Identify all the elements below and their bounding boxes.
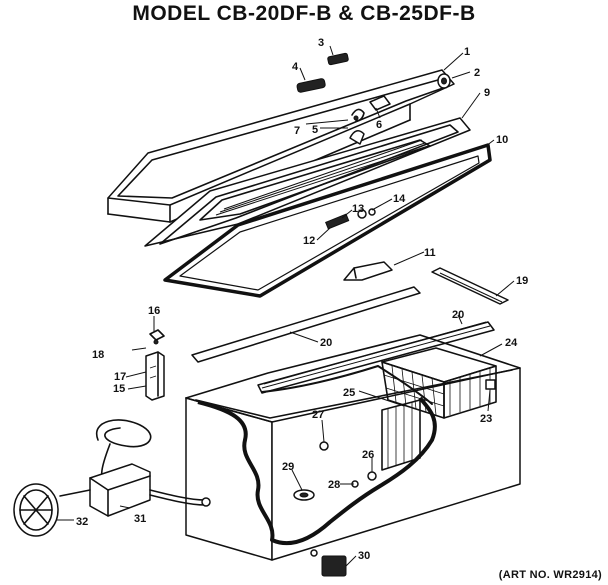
cabinet-wiring — [197, 365, 437, 546]
hinge-spring — [325, 208, 376, 230]
callout-5: 5 — [312, 124, 318, 136]
callout-3: 3 — [318, 37, 324, 49]
thermostat-housing — [145, 329, 165, 401]
callout-4: 4 — [292, 61, 299, 73]
callout-9: 9 — [484, 87, 490, 99]
trim-strip-right — [431, 267, 509, 305]
callout-14: 14 — [393, 193, 406, 205]
callout-28: 28 — [328, 479, 340, 491]
callout-19: 19 — [516, 275, 528, 287]
callout-20a: 20 — [320, 337, 332, 349]
callout-24: 24 — [505, 337, 518, 349]
callout-12: 12 — [303, 235, 315, 247]
callout-13: 13 — [352, 203, 364, 215]
callout-30: 30 — [358, 550, 370, 562]
callout-15: 15 — [113, 383, 125, 395]
callout-2: 2 — [474, 67, 480, 79]
leader-lines — [56, 45, 515, 567]
callout-17: 17 — [114, 371, 126, 383]
callout-18: 18 — [92, 349, 104, 361]
lid-liner — [144, 117, 471, 247]
callout-26: 26 — [362, 449, 374, 461]
callout-16: 16 — [148, 305, 160, 317]
callout-7: 7 — [294, 125, 300, 137]
diagram-title: MODEL CB-20DF-B & CB-25DF-B — [132, 2, 476, 25]
label-plate — [485, 379, 496, 390]
callout-31: 31 — [134, 513, 146, 525]
lid-gasket — [163, 143, 492, 298]
callout-6: 6 — [376, 119, 382, 131]
callout-29: 29 — [282, 461, 294, 473]
callout-11: 11 — [424, 247, 436, 259]
callout-1: 1 — [464, 46, 470, 58]
hinge-bracket — [343, 261, 393, 281]
temperature-control — [13, 419, 211, 537]
callout-20b: 20 — [452, 309, 464, 321]
callout-32: 32 — [76, 516, 88, 528]
callout-23: 23 — [480, 413, 492, 425]
lid-hardware — [296, 52, 451, 145]
callout-27: 27 — [312, 409, 324, 421]
callout-labels: 1 2 3 4 5 6 7 9 10 11 12 13 14 15 16 17 … — [76, 37, 528, 562]
callout-10: 10 — [496, 134, 508, 146]
art-number: (ART NO. WR2914) — [498, 569, 602, 581]
nameplate — [321, 555, 347, 577]
callout-25: 25 — [343, 387, 355, 399]
